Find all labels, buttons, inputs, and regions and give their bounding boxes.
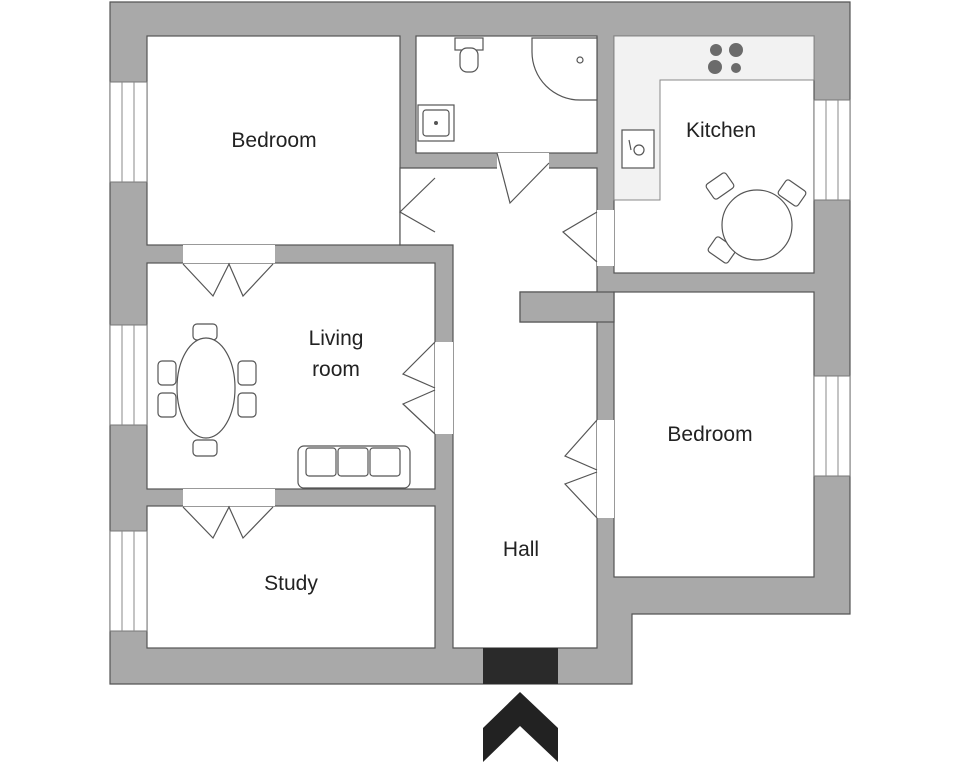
room-bedroom-nw <box>146 35 401 246</box>
label-hall: Hall <box>503 538 539 561</box>
hall-partition <box>519 291 615 323</box>
window-right-1 <box>813 99 851 201</box>
door-study-double <box>182 489 275 540</box>
stove-icon <box>708 43 743 74</box>
shower-icon <box>531 37 598 101</box>
window-left-2 <box>109 324 148 426</box>
room-study <box>146 505 436 649</box>
room-bedroom-e <box>613 291 815 578</box>
label-bedroom-nw: Bedroom <box>231 129 316 152</box>
sofa-icon <box>297 445 411 489</box>
entrance-door <box>483 648 558 684</box>
label-study: Study <box>264 572 318 595</box>
door-living-hall <box>401 341 453 435</box>
bathroom-sink-icon <box>417 104 455 142</box>
dining-table-icon <box>157 323 257 457</box>
door-bedroom-nw <box>399 172 453 234</box>
window-left-3 <box>109 530 148 632</box>
label-bedroom-e: Bedroom <box>667 423 752 446</box>
kitchen-table-icon <box>705 172 807 264</box>
label-living-line1: Living <box>309 327 364 350</box>
window-left-1 <box>109 81 148 183</box>
door-living-double <box>182 245 275 298</box>
toilet-icon <box>454 37 484 73</box>
kitchen-counter <box>613 35 815 201</box>
door-bedroom-e <box>563 419 614 519</box>
door-kitchen <box>561 210 614 266</box>
kitchen-sink-icon <box>621 129 655 169</box>
label-kitchen: Kitchen <box>686 119 756 142</box>
door-bathroom <box>496 152 550 205</box>
entrance-arrow-icon <box>483 692 558 762</box>
window-right-2 <box>813 375 851 477</box>
label-living-line2: room <box>312 358 360 381</box>
